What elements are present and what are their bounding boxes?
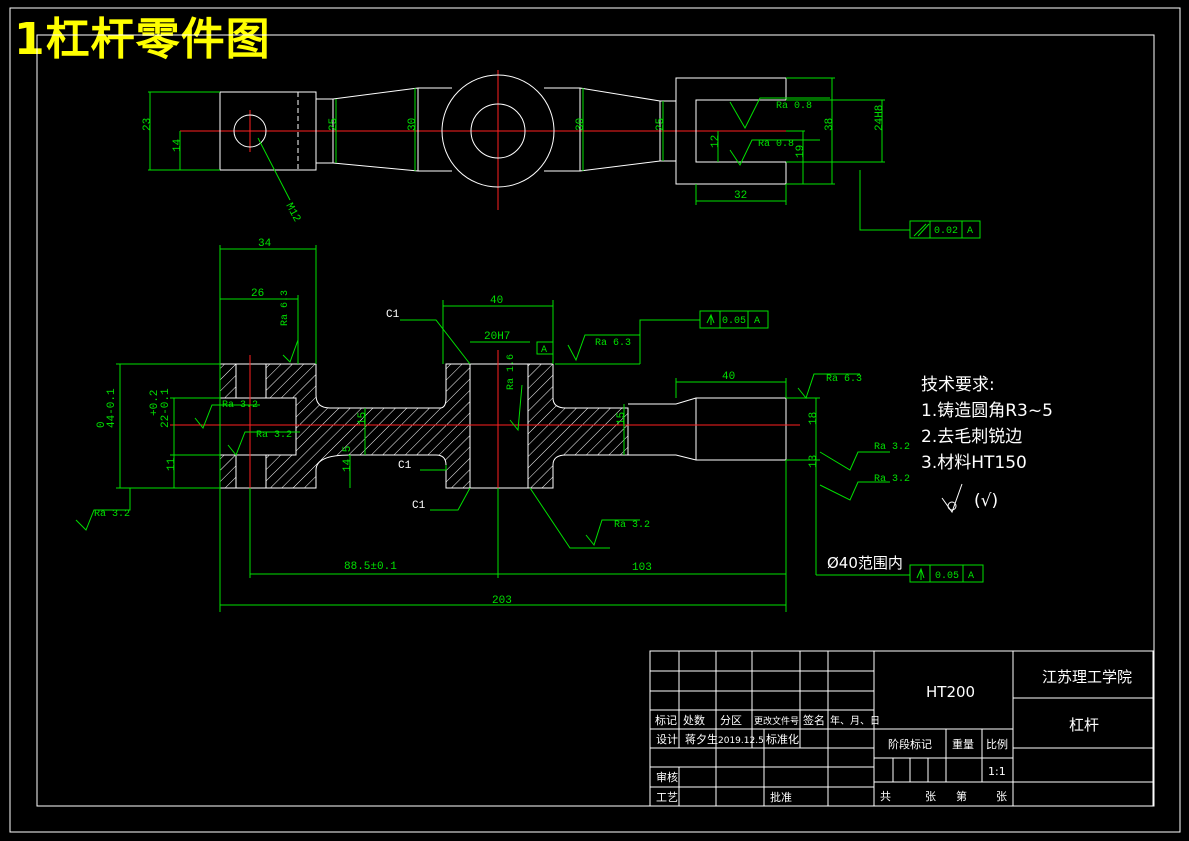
scale-label: 比例 bbox=[986, 737, 1008, 751]
tech-req-symbol: (√) bbox=[974, 491, 998, 511]
tb-row-label: 标记 bbox=[655, 713, 677, 727]
design-date: 2019.12.5 bbox=[718, 736, 764, 746]
tb-row-label: 处数 bbox=[683, 714, 705, 727]
dim-19: 19 bbox=[795, 145, 807, 158]
dim-34: 34 bbox=[258, 238, 272, 250]
process-label: 工艺 bbox=[656, 791, 678, 804]
tb-row-label: 签名 bbox=[803, 713, 825, 727]
top-view-labels: 23 14 25 30 30 25 12 19 38 24H8 32 M12 R… bbox=[142, 101, 973, 237]
tb-row-label: 分区 bbox=[720, 714, 742, 727]
thread-label: M12 bbox=[282, 201, 302, 224]
front-view-labels: 34 26 40 20H7 A 40 15 15 18 13 14.5 11 4… bbox=[94, 238, 974, 607]
tech-requirements: 技术要求: 1.铸造圆角R3~5 2.去毛刺锐边 3.材料HT150 (√) bbox=[921, 375, 1053, 514]
tech-req-item: 1.铸造圆角R3~5 bbox=[921, 401, 1053, 421]
sheet-no-label: 第 bbox=[956, 789, 967, 803]
tb-row-label: 更改文件号 bbox=[754, 715, 799, 727]
dim-30-left: 30 bbox=[407, 118, 419, 131]
dim-13: 13 bbox=[808, 455, 820, 468]
roughness-label: Ra 6.3 bbox=[595, 338, 631, 349]
dim-103: 103 bbox=[632, 562, 652, 574]
runout-bottom-datum: A bbox=[968, 571, 974, 582]
tech-req-heading: 技术要求: bbox=[921, 375, 995, 395]
dim-32: 32 bbox=[734, 190, 747, 202]
dim-38: 38 bbox=[824, 118, 836, 131]
tech-req-item: 2.去毛刺锐边 bbox=[921, 427, 1022, 447]
roughness-label: Ra 3.2 bbox=[614, 520, 650, 531]
dim-24h8: 24H8 bbox=[874, 105, 886, 131]
roughness-label: Ra 6.3 bbox=[826, 374, 862, 385]
designer-name: 蒋夕生 bbox=[685, 732, 718, 746]
dim-23: 23 bbox=[142, 118, 154, 131]
runout-bottom-value: 0.05 bbox=[935, 571, 959, 582]
school-name: 江苏理工学院 bbox=[1042, 668, 1132, 686]
outer-frame bbox=[9, 7, 1181, 833]
scale-value: 1:1 bbox=[988, 765, 1006, 778]
runout-top-value: 0.05 bbox=[722, 316, 746, 327]
dim-14-5: 14.5 bbox=[342, 446, 354, 472]
dim-15-right: 15 bbox=[616, 412, 628, 425]
runout-top-datum: A bbox=[754, 316, 760, 327]
section-hatch bbox=[219, 363, 629, 489]
roughness-label: Ra 1.6 bbox=[506, 354, 517, 390]
datum-label: A bbox=[541, 345, 547, 356]
dim-22-tol-upper: +0.2 bbox=[149, 390, 161, 416]
roughness-label: Ra 3.2 bbox=[94, 509, 130, 520]
std-label: 标准化 bbox=[766, 732, 799, 746]
roughness-general-icon bbox=[941, 483, 963, 514]
dim-88-5: 88.5±0.1 bbox=[344, 561, 397, 573]
runout-bottom-prefix: Ø40范围内 bbox=[827, 554, 903, 572]
material-label: HT200 bbox=[926, 683, 975, 701]
dim-15-left: 15 bbox=[357, 412, 369, 425]
design-label: 设计 bbox=[656, 733, 678, 746]
stage-label: 阶段标记 bbox=[888, 737, 932, 751]
chamfer-label: C1 bbox=[386, 309, 400, 321]
sheet-zhang-label: 张 bbox=[996, 790, 1007, 803]
dim-44-tol: 44-0.1 bbox=[106, 388, 118, 428]
weight-label: 重量 bbox=[952, 737, 974, 751]
roughness-label: Ra 3.2 bbox=[874, 474, 910, 485]
review-label: 审核 bbox=[656, 770, 678, 784]
sheet-total-label: 共 bbox=[880, 790, 891, 803]
dim-26: 26 bbox=[251, 288, 264, 300]
approve-label: 批准 bbox=[770, 790, 792, 804]
roughness-label: Ra 0.8 bbox=[776, 101, 812, 112]
sheet-zhang-label: 张 bbox=[925, 790, 936, 803]
chamfer-label: C1 bbox=[412, 500, 426, 512]
parallel-tol-value: 0.02 bbox=[934, 226, 958, 237]
dim-203: 203 bbox=[492, 595, 512, 607]
dim-18: 18 bbox=[808, 412, 820, 425]
dim-22-tol: 22-0.1 bbox=[160, 388, 172, 428]
dim-11: 11 bbox=[166, 457, 178, 471]
parallel-tol-datum: A bbox=[967, 226, 973, 237]
dim-30-right: 30 bbox=[575, 118, 587, 131]
page-title: 1杠杆零件图 bbox=[14, 14, 271, 65]
top-view bbox=[148, 70, 981, 239]
dim-14: 14 bbox=[172, 138, 184, 152]
roughness-label: Ra 0.8 bbox=[758, 139, 794, 150]
dim-25-left: 25 bbox=[328, 118, 340, 131]
chamfer-label: C1 bbox=[398, 460, 412, 472]
title-block: HT200 江苏理工学院 杠杆 标记 处数 分区 更改文件号 签名 年、月、日 … bbox=[649, 650, 1154, 807]
part-name: 杠杆 bbox=[1069, 716, 1099, 734]
dim-12: 12 bbox=[710, 135, 722, 148]
inner-frame bbox=[36, 34, 1155, 807]
dim-20h7: 20H7 bbox=[484, 331, 510, 343]
roughness-label: Ra 3.2 bbox=[874, 442, 910, 453]
roughness-label: Ra 3.2 bbox=[222, 400, 258, 411]
dim-44-tol-upper: 0 bbox=[96, 421, 108, 428]
dim-40-bore: 40 bbox=[490, 295, 503, 307]
front-view bbox=[75, 245, 984, 612]
tb-row-label: 年、月、日 bbox=[830, 714, 880, 727]
tech-req-item: 3.材料HT150 bbox=[921, 453, 1027, 473]
dim-25-right: 25 bbox=[655, 118, 667, 131]
roughness-label: Ra 6.3 bbox=[280, 290, 291, 326]
roughness-label: Ra 3.2 bbox=[256, 430, 292, 441]
dim-40-shaft: 40 bbox=[722, 371, 735, 383]
